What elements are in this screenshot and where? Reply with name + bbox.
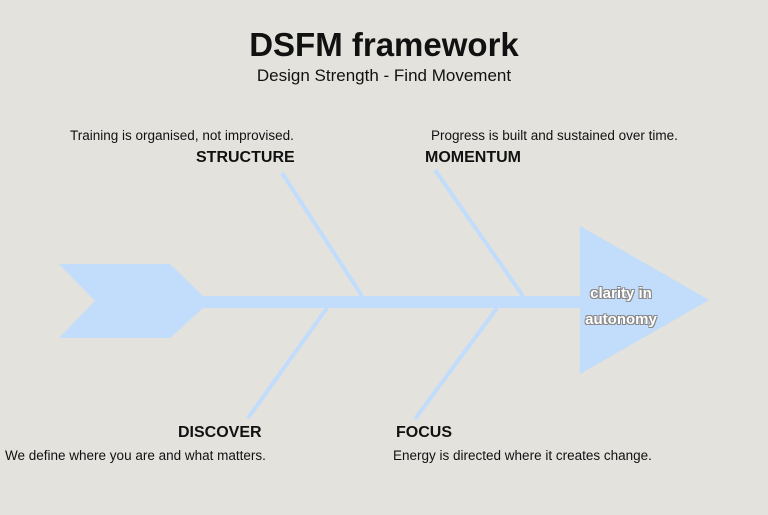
structure-label: STRUCTURE bbox=[196, 149, 295, 166]
outcome-label: clarity in autonomy bbox=[585, 285, 657, 328]
discover-description: We define where you are and what matters… bbox=[5, 448, 266, 463]
momentum-description: Progress is built and sustained over tim… bbox=[431, 128, 678, 143]
structure-description: Training is organised, not improvised. bbox=[70, 128, 294, 143]
diagram-subtitle: Design Strength - Find Movement bbox=[256, 66, 512, 85]
bone-discover bbox=[246, 306, 329, 420]
focus-description: Energy is directed where it creates chan… bbox=[393, 448, 652, 463]
discover-label: DISCOVER bbox=[178, 424, 262, 441]
fishbone-tail bbox=[59, 264, 203, 338]
bone-structure bbox=[280, 171, 364, 298]
focus-label: FOCUS bbox=[396, 424, 452, 441]
fishbone-head bbox=[580, 226, 709, 374]
momentum-label: MOMENTUM bbox=[425, 149, 521, 166]
fishbone-spine bbox=[200, 296, 585, 308]
diagram-title: DSFM framework bbox=[249, 26, 519, 63]
bone-focus bbox=[413, 306, 499, 421]
bone-momentum bbox=[433, 168, 525, 298]
